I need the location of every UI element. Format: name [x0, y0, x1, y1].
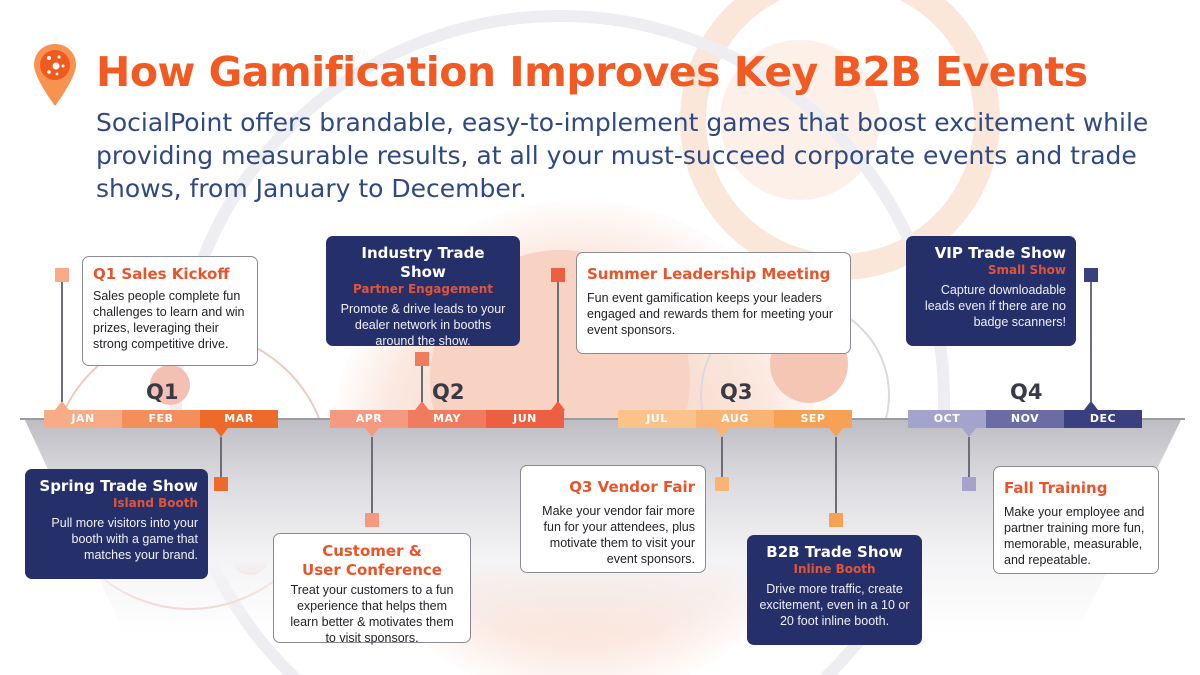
quarter-label-q4: Q4	[1010, 380, 1043, 404]
marker-may	[415, 352, 429, 366]
event-card-customer-user-conference: Customer & User Conference Treat your cu…	[273, 533, 471, 645]
month-sep: SEP	[774, 410, 852, 428]
pointer-mar	[214, 428, 228, 437]
marker-sep	[829, 513, 843, 527]
stem-mar	[220, 437, 222, 477]
stem-jun	[557, 282, 559, 402]
map-pin-network-icon	[34, 44, 76, 106]
event-card-spring-trade-show: Spring Trade Show Island Booth Pull more…	[25, 469, 208, 579]
pointer-may	[415, 401, 429, 410]
pointer-aug	[715, 428, 729, 437]
event-subtitle: Island Booth	[112, 496, 198, 510]
event-title: VIP Trade Show	[934, 244, 1066, 262]
event-title: Spring Trade Show	[39, 477, 198, 495]
pointer-oct	[962, 428, 976, 437]
event-subtitle: Partner Engagement	[352, 282, 494, 296]
quarter-label-q3: Q3	[720, 380, 753, 404]
event-title: Fall Training	[1004, 479, 1108, 497]
month-jul: JUL	[618, 410, 696, 428]
month-mar: MAR	[200, 410, 278, 428]
month-aug: AUG	[696, 410, 774, 428]
quarter-label-q1: Q1	[146, 380, 179, 404]
event-body: Make your vendor fair more fun for your …	[542, 504, 695, 566]
stem-aug	[721, 437, 723, 477]
marker-oct	[962, 477, 976, 491]
stem-may	[421, 366, 423, 402]
marker-aug	[715, 477, 729, 491]
month-may: MAY	[408, 410, 486, 428]
event-body: Treat your customers to a fun experience…	[290, 583, 454, 645]
event-card-b2b-trade-show: B2B Trade Show Inline Booth Drive more t…	[747, 535, 922, 645]
event-title: Summer Leadership Meeting	[587, 265, 831, 283]
event-body: Promote & drive leads to your dealer net…	[340, 302, 506, 348]
event-title: Industry Trade Show	[361, 244, 485, 281]
month-dec: DEC	[1064, 410, 1142, 428]
month-feb: FEB	[122, 410, 200, 428]
event-card-q1-sales-kickoff: Q1 Sales Kickoff Sales people complete f…	[82, 256, 258, 366]
stem-oct	[968, 437, 970, 477]
marker-mar	[214, 477, 228, 491]
event-subtitle: Small Show	[987, 263, 1066, 277]
month-jun: JUN	[486, 410, 564, 428]
event-body: Make your employee and partner training …	[1004, 505, 1145, 567]
event-card-industry-trade-show: Industry Trade Show Partner Engagement P…	[326, 236, 520, 348]
event-title: Customer & User Conference	[302, 542, 442, 579]
timeline-axis	[20, 418, 1185, 420]
month-jan: JAN	[44, 410, 122, 428]
stem-sep	[835, 437, 837, 513]
event-body: Pull more visitors into your booth with …	[51, 516, 198, 562]
page-subtitle: SocialPoint offers brandable, easy-to-im…	[96, 108, 1149, 203]
event-body: Drive more traffic, create excitement, e…	[759, 582, 910, 628]
event-title: B2B Trade Show	[766, 543, 903, 561]
month-nov: NOV	[986, 410, 1064, 428]
pointer-dec	[1084, 401, 1098, 410]
stem-jan	[61, 282, 63, 402]
pointer-apr	[365, 428, 379, 437]
marker-dec	[1084, 268, 1098, 282]
stem-apr	[371, 437, 373, 513]
quarter-label-q2: Q2	[432, 380, 465, 404]
event-title: Q3 Vendor Fair	[569, 478, 695, 496]
event-card-q3-vendor-fair: Q3 Vendor Fair Make your vendor fair mor…	[520, 465, 706, 573]
marker-jun	[551, 268, 565, 282]
pointer-jun	[551, 401, 565, 410]
month-oct: OCT	[908, 410, 986, 428]
event-title: Q1 Sales Kickoff	[93, 265, 230, 283]
stem-dec	[1090, 282, 1092, 402]
event-card-fall-training: Fall Training Make your employee and par…	[993, 466, 1159, 574]
pointer-jan	[55, 401, 69, 410]
month-apr: APR	[330, 410, 408, 428]
marker-apr	[365, 513, 379, 527]
event-body: Fun event gamification keeps your leader…	[587, 291, 833, 337]
page-title: How Gamification Improves Key B2B Events	[96, 48, 1088, 96]
event-card-summer-leadership-meeting: Summer Leadership Meeting Fun event gami…	[576, 252, 851, 354]
pointer-sep	[829, 428, 843, 437]
event-body: Sales people complete fun challenges to …	[93, 289, 245, 351]
marker-jan	[55, 268, 69, 282]
event-body: Capture downloadable leads even if there…	[924, 283, 1066, 329]
event-card-vip-trade-show: VIP Trade Show Small Show Capture downlo…	[906, 236, 1076, 346]
event-subtitle: Inline Booth	[793, 562, 876, 576]
